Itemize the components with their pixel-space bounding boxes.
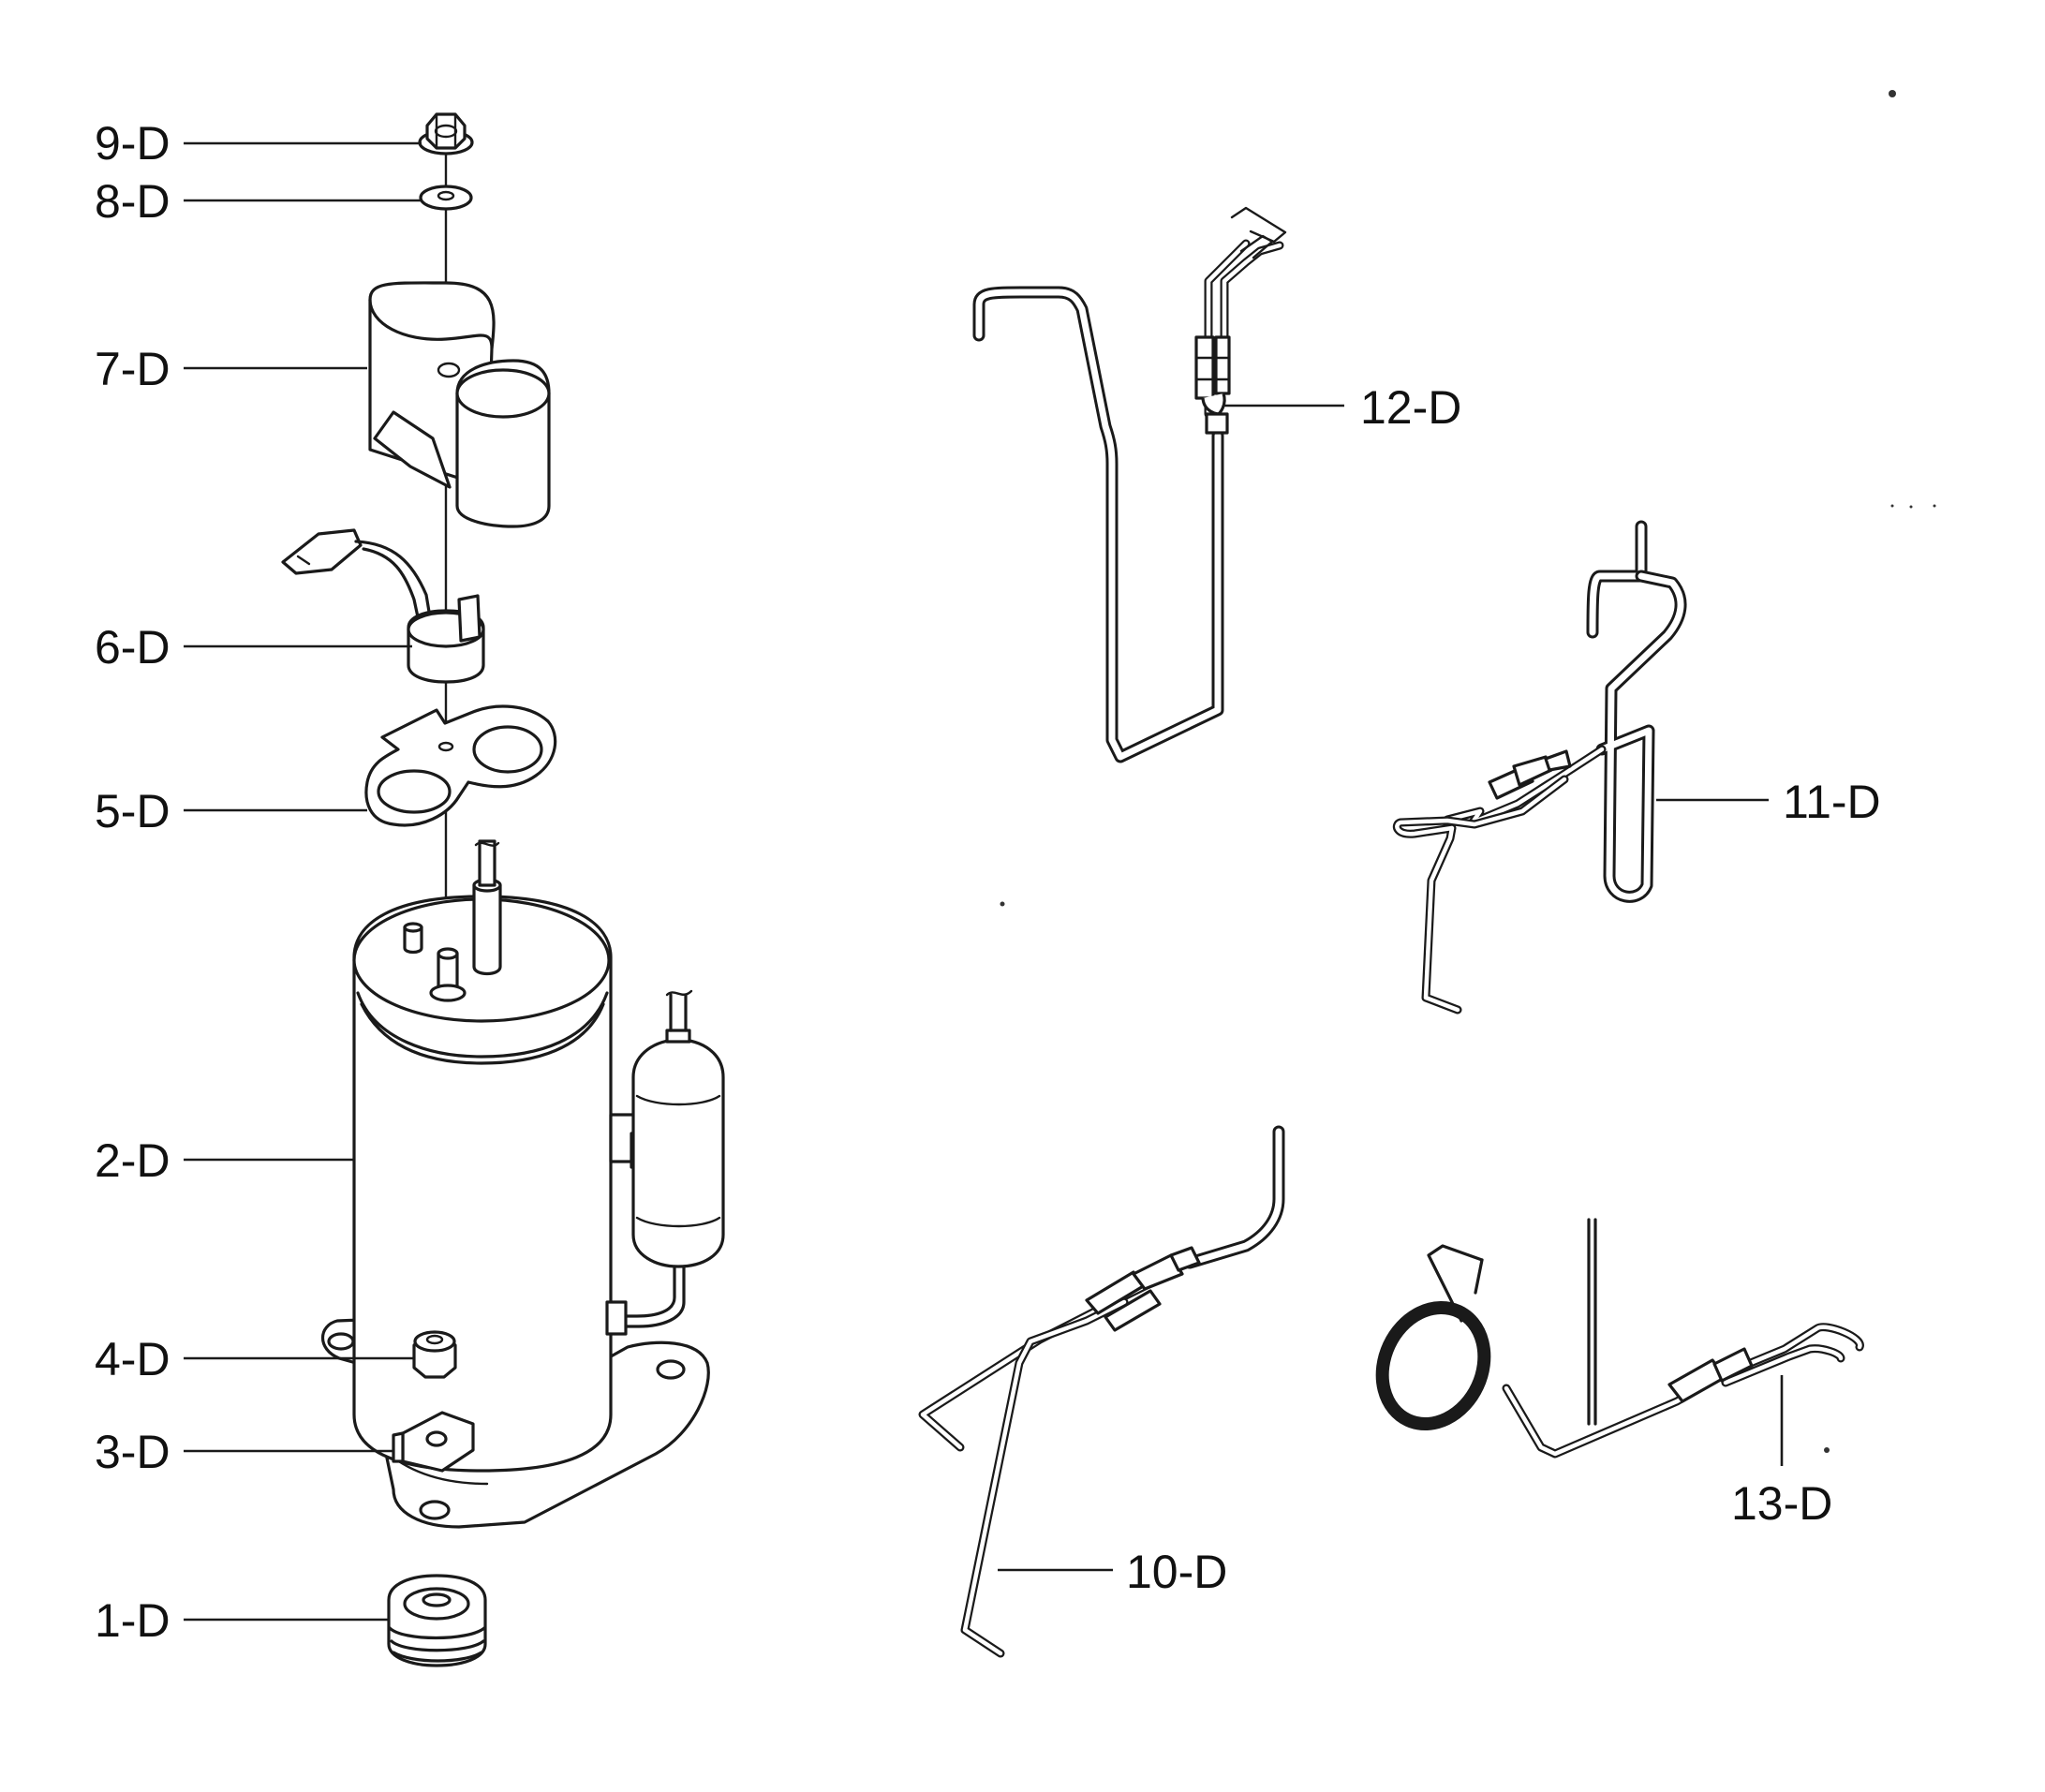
- part-11-pipe-assembly: [1392, 520, 1687, 1014]
- label-8-d: 8-D: [95, 175, 170, 228]
- part-1-grommet: [387, 1574, 487, 1667]
- label-11-d: 11-D: [1783, 776, 1881, 828]
- label-7-d: 7-D: [95, 343, 170, 395]
- label-1-d: 1-D: [95, 1594, 170, 1647]
- part-2-compressor-body: [321, 839, 725, 1529]
- leader-lines: [184, 141, 1784, 1622]
- label-13-d: 13-D: [1731, 1477, 1832, 1530]
- part-10-pipe-assembly: [918, 1125, 1285, 1658]
- label-3-d: 3-D: [95, 1426, 170, 1478]
- part-13-capillary-assembly: [1375, 1218, 1864, 1459]
- scan-specks: [1000, 90, 1936, 1453]
- label-9-d: 9-D: [95, 117, 170, 170]
- part-4-nut: [412, 1330, 457, 1379]
- part-9-nut: [418, 112, 474, 156]
- label-12-d: 12-D: [1360, 381, 1461, 434]
- part-3-bracket: [392, 1411, 475, 1473]
- label-10-d: 10-D: [1126, 1546, 1227, 1598]
- part-5-mounting-plate: [364, 704, 557, 827]
- label-2-d: 2-D: [95, 1134, 170, 1187]
- label-4-d: 4-D: [95, 1333, 170, 1385]
- part-6-overload-protector: [281, 528, 485, 684]
- part-labels: 9-D 8-D 7-D 6-D 5-D 2-D 4-D 3-D 1-D 12-D…: [95, 117, 1881, 1647]
- part-8-washer: [419, 185, 473, 211]
- part-7-terminal-cover: [368, 281, 551, 528]
- label-5-d: 5-D: [95, 785, 170, 837]
- part-12-pipe-assembly: [972, 206, 1287, 763]
- label-6-d: 6-D: [95, 621, 170, 674]
